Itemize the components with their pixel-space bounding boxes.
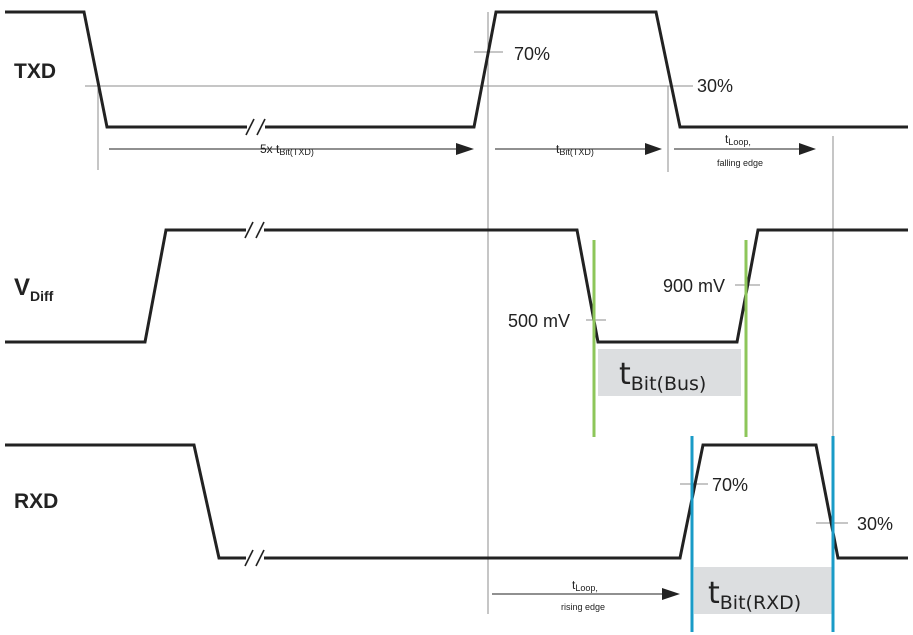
tbit-txd-label: tBit(TXD) (556, 142, 594, 157)
bus-fall-threshold: 500 mV (508, 311, 570, 331)
arrow-tbit-txd (495, 143, 662, 155)
bus-rise-threshold: 900 mV (663, 276, 725, 296)
rxd-break-mark (244, 549, 265, 567)
tloop-rising-label: tLoop, (572, 578, 598, 593)
txd-fall-threshold: 30% (697, 76, 733, 96)
rxd-label: RXD (14, 490, 58, 513)
rxd-rise-threshold: 70% (712, 475, 748, 495)
reference-lines (85, 12, 848, 630)
arrow-tloop-rising (492, 588, 680, 600)
vdiff-waveform (5, 228, 908, 344)
txd-break-mark (245, 118, 266, 136)
tbit-bus-box (598, 349, 741, 396)
tloop-falling-edge-label: falling edge (717, 158, 763, 168)
rxd-fall-threshold: 30% (857, 514, 893, 534)
txd-waveform (5, 10, 908, 129)
tloop-falling-label: tLoop, (725, 132, 751, 147)
tloop-rising-edge-label: rising edge (561, 602, 605, 612)
arrow-5x-tbit (109, 143, 474, 155)
five-x-tbit-txd-label: 5x tBit(TXD) (260, 142, 314, 157)
tbit-bus-label: tBit(Bus) (619, 357, 706, 395)
txd-label: TXD (14, 60, 56, 83)
txd-rise-threshold: 70% (514, 44, 550, 64)
tbit-rxd-box (694, 567, 834, 614)
vdiff-break-mark (244, 221, 265, 239)
vdiff-label: VDiff (14, 274, 54, 304)
tbit-rxd-label: tBit(RXD) (708, 576, 801, 614)
rxd-waveform (5, 443, 908, 560)
arrow-tloop-falling (674, 143, 816, 155)
